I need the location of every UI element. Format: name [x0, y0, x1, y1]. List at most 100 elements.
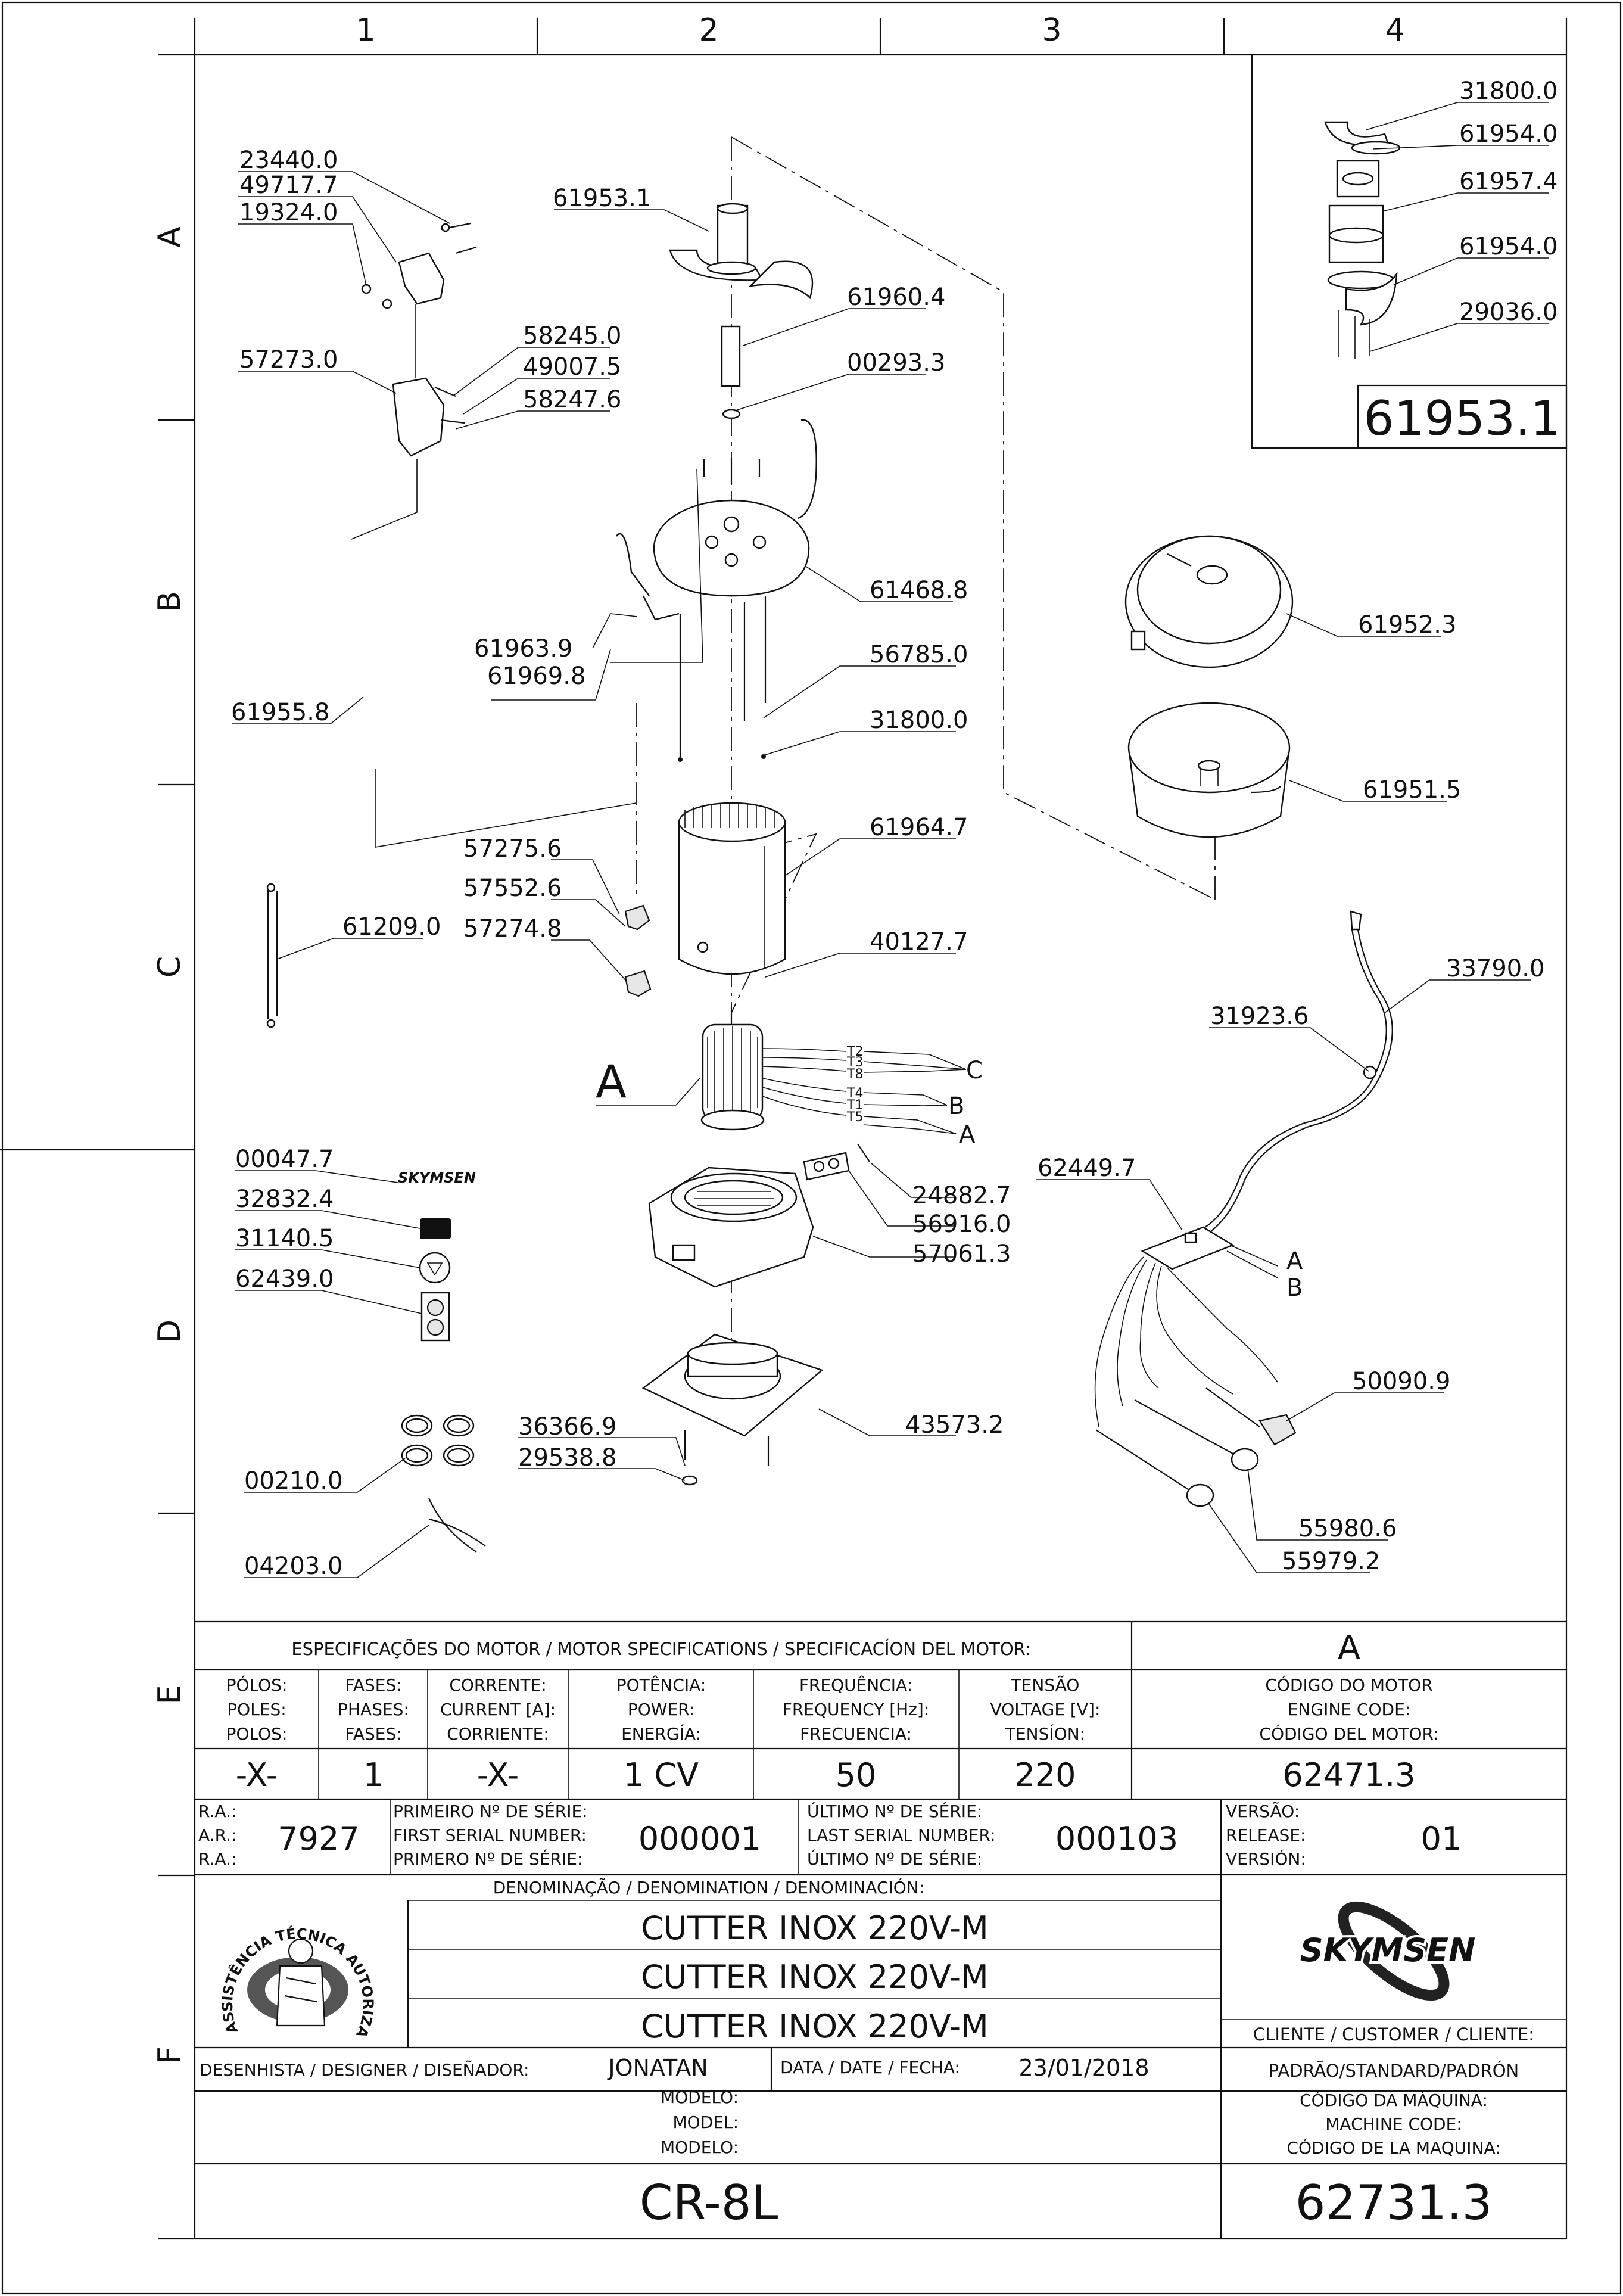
callout-31800-0-detail: 31800.0 [1459, 77, 1557, 105]
spec-engine-code-l3: CÓDIGO DEL MOTOR: [1259, 1723, 1438, 1744]
sensor-part [1205, 1387, 1297, 1446]
last-serial-value: 000103 [1055, 1820, 1178, 1858]
callout-62449-7: 62449.7 [1038, 1155, 1136, 1182]
denomination-2: CUTTER INOX 220V-M [641, 1958, 989, 1996]
model-label-1: MODELO: [661, 2087, 739, 2107]
callout-57274-8: 57274.8 [463, 915, 562, 942]
terminal-t4: T4 [846, 1086, 863, 1101]
callout-19324-0: 19324.0 [239, 199, 338, 226]
version-l2: RELEASE: [1226, 1825, 1306, 1845]
zone-row-c: C [152, 956, 188, 978]
callout-61953-1: 61953.1 [553, 185, 651, 212]
authorized-service-seal: ASSISTÊNCIA TÉCNICA AUTORIZADA [0, 0, 376, 2040]
last-serial-l2: LAST SERIAL NUMBER: [807, 1825, 996, 1845]
sticker-brand: SKYMSEN [398, 1169, 476, 1186]
zone-column-labels: 1 2 3 4 [356, 13, 1404, 48]
zone-row-e: E [152, 1685, 188, 1705]
detail-title: 61953.1 [1364, 391, 1561, 446]
terminal-t5: T5 [846, 1110, 863, 1125]
callout-61954-0-top: 61954.0 [1459, 120, 1557, 148]
model-value: CR-8L [640, 2175, 778, 2230]
spec-poles-l1: PÓLOS: [226, 1675, 288, 1695]
wire-group-b: B [948, 1093, 964, 1120]
zone-col-3: 3 [1042, 13, 1061, 48]
terminal-t3: T3 [846, 1055, 863, 1070]
callout-61951-5: 61951.5 [1363, 776, 1461, 804]
hinge-block-part [361, 222, 477, 309]
terminal-t8: T8 [846, 1067, 863, 1082]
wire-terminal-labels: T2 T3 T8 T4 T1 T5 C B A [846, 1044, 983, 1149]
machine-code-value: 62731.3 [1295, 2175, 1493, 2230]
power-cord-part [1192, 910, 1393, 1240]
date-label: DATA / DATE / FECHA: [780, 2058, 960, 2077]
wire-group-a: A [959, 1121, 976, 1149]
callout-58247-6: 58247.6 [523, 386, 621, 413]
callout-61969-8: 61969.8 [487, 662, 585, 690]
spec-frequency-value: 50 [836, 1756, 877, 1794]
spec-voltage-l2: VOLTAGE [V]: [990, 1700, 1101, 1719]
denomination-1: CUTTER INOX 220V-M [641, 1909, 989, 1947]
board-output-a: A [1286, 1247, 1303, 1275]
zone-row-b: B [152, 591, 188, 612]
top-screws [703, 458, 761, 484]
callout-55979-2: 55979.2 [1282, 1548, 1380, 1575]
clamp-lower [624, 970, 652, 997]
blade-detail-box: 61953.1 31800.0 61954.0 61957.4 61954.0 … [1251, 55, 1568, 449]
control-board-part [1094, 1226, 1278, 1427]
switch-housing-part [392, 377, 465, 457]
spec-current-l2: CURRENT [A]: [440, 1700, 556, 1719]
symbol-part [419, 1252, 451, 1284]
callout-61209-0: 61209.0 [342, 913, 441, 941]
terminal-t1: T1 [846, 1098, 863, 1113]
spec-current-value: -X- [477, 1756, 519, 1794]
spec-power-l3: ENERGÍA: [621, 1723, 701, 1744]
spec-engine-code-l1: CÓDIGO DO MOTOR [1265, 1675, 1432, 1695]
terminal-t2: T2 [846, 1044, 863, 1059]
reed-switch-55980 [1134, 1399, 1259, 1471]
version-l1: VERSÃO: [1226, 1802, 1300, 1821]
spec-voltage-l1: TENSÃO [1011, 1675, 1080, 1695]
callout-49007-5: 49007.5 [523, 353, 621, 381]
last-serial-l1: ÚLTIMO Nº DE SÉRIE: [807, 1801, 982, 1821]
designer-label: DESENHISTA / DESIGNER / DISEÑADOR: [200, 2060, 529, 2080]
bowl-part [1127, 702, 1291, 838]
spec-poles-value: -X- [236, 1756, 278, 1794]
callout-32832-4: 32832.4 [235, 1186, 334, 1213]
long-rods [678, 596, 767, 762]
last-serial-l3: ÚLTIMO Nº DE SÉRIE: [807, 1849, 982, 1869]
machine-code-label-3: CÓDIGO DE LA MAQUINA: [1286, 2138, 1500, 2158]
button-plate-part [420, 1292, 450, 1342]
brand-logo: SKYMSEN [1298, 1901, 1478, 2001]
callout-57275-6: 57275.6 [463, 835, 562, 863]
callout-49717-7: 49717.7 [239, 172, 338, 199]
callout-31923-6: 31923.6 [1210, 1003, 1309, 1030]
first-serial-l1: PRIMEIRO Nº DE SÉRIE: [393, 1801, 588, 1821]
callout-40127-7: 40127.7 [870, 928, 968, 956]
version-l3: VERSIÓN: [1226, 1849, 1306, 1869]
callout-55980-6: 55980.6 [1298, 1515, 1397, 1542]
denomination-header: DENOMINAÇÃO / DENOMINATION / DENOMINACIÓ… [493, 1877, 924, 1897]
spec-voltage-value: 220 [1014, 1756, 1076, 1794]
spec-phases-value: 1 [363, 1756, 384, 1794]
spec-current-l1: CORRENTE: [449, 1675, 546, 1695]
callout-62439-0: 62439.0 [235, 1265, 334, 1293]
callout-00047-7: 00047.7 [235, 1146, 334, 1173]
motor-housing-tube [678, 802, 786, 975]
callout-61957-4: 61957.4 [1459, 168, 1557, 195]
motor-part [700, 1007, 765, 1131]
first-serial-value: 000001 [638, 1820, 761, 1858]
spec-engine-code-value: 62471.3 [1282, 1756, 1415, 1794]
callout-00293-3: 00293.3 [847, 349, 945, 377]
left-column-parts: SKYMSEN [231, 147, 703, 1580]
callout-56785-0: 56785.0 [870, 641, 968, 668]
callout-56916-0: 56916.0 [912, 1211, 1011, 1238]
callout-61963-9: 61963.9 [474, 635, 572, 662]
svg-text:ASSISTÊNCIA TÉCNICA AUTORIZADA: ASSISTÊNCIA TÉCNICA AUTORIZADA [0, 0, 376, 2040]
callout-57552-6: 57552.6 [463, 875, 562, 902]
ra-value: 7927 [278, 1820, 359, 1858]
callout-61952-3: 61952.3 [1358, 611, 1456, 639]
seal-rings [401, 1414, 475, 1467]
callout-29036-0: 29036.0 [1459, 298, 1557, 326]
reed-switch-55979 [1095, 1429, 1214, 1507]
